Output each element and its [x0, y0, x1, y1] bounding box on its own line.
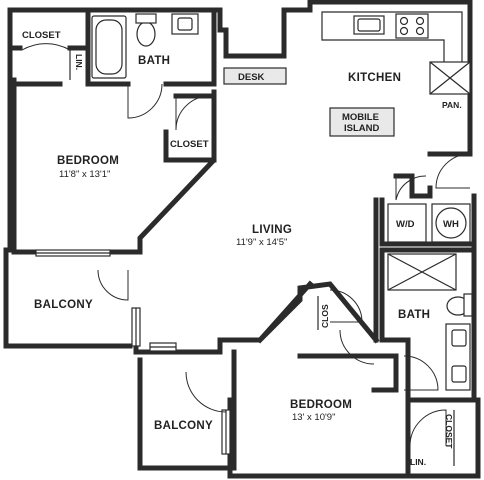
- door-bath1: [127, 83, 163, 119]
- door-bedroom2: [339, 329, 375, 365]
- label-pantry: PAN.: [442, 100, 462, 110]
- label-bedroom2-dims: 13' x 10'9": [292, 412, 335, 423]
- wall-top-bath1: [11, 7, 217, 87]
- label-water-heater: WH: [443, 219, 459, 230]
- door-kitchen-exit: [435, 153, 471, 189]
- mobile-island: [329, 107, 395, 137]
- kitchen-sink: [353, 15, 385, 35]
- label-bath2: BATH: [398, 309, 430, 321]
- door-balcony2: [185, 371, 227, 413]
- label-washer-dryer: W/D: [396, 219, 415, 230]
- door-laundry: [395, 175, 427, 201]
- door-clos: [329, 289, 363, 323]
- label-mobile-island-2: ISLAND: [344, 123, 380, 134]
- toilet-bath1: [136, 21, 156, 47]
- doors: [21, 43, 471, 447]
- water-heater-box: [431, 203, 471, 243]
- label-bedroom1-dims: 11'8" x 13'1": [59, 169, 110, 180]
- bathtub: [91, 15, 127, 79]
- wall-left-outer: [3, 7, 133, 349]
- label-closet-bedroom1: CLOSET: [170, 139, 209, 150]
- door-closet-top: [21, 43, 71, 51]
- wall-bedroom1: [11, 77, 217, 255]
- wall-bedroom2-inner: [231, 349, 399, 471]
- label-balcony1: BALCONY: [34, 299, 93, 311]
- label-bath1: BATH: [138, 55, 170, 67]
- labels: CLOSET LIN. BATH DESK KITCHEN PAN. MOBIL…: [22, 30, 462, 467]
- label-living: LIVING: [252, 224, 292, 236]
- label-kitchen: KITCHEN: [348, 72, 401, 84]
- kitchen-counter: [321, 11, 463, 65]
- range: [395, 13, 429, 39]
- wall-right-lower: [137, 193, 481, 479]
- wall-top-left: [7, 0, 473, 143]
- label-living-dims: 11'9" x 14'5": [236, 237, 287, 248]
- sink-bath1: [171, 13, 199, 35]
- label-bedroom2: BEDROOM: [290, 399, 352, 411]
- washer-dryer: [387, 203, 427, 243]
- walls: [3, 0, 481, 479]
- label-desk: DESK: [238, 72, 265, 83]
- label-clos: CLOS: [320, 304, 330, 328]
- door-balcony1: [97, 269, 129, 301]
- label-mobile-island-1: MOBILE: [342, 112, 379, 123]
- windows: [35, 249, 231, 455]
- label-lin-bottom: LIN.: [410, 457, 426, 467]
- door-bedroom1: [175, 95, 211, 131]
- fixtures: [69, 11, 473, 466]
- label-closet-top-left: CLOSET: [22, 30, 61, 41]
- label-lin-top: LIN.: [74, 54, 84, 70]
- door-bath2: [403, 355, 439, 391]
- wall-bedroom2: [133, 280, 380, 479]
- wall-bedroom1-closet: [163, 93, 217, 163]
- door-closet-bottom: [409, 409, 447, 447]
- label-balcony2: BALCONY: [154, 420, 213, 432]
- label-closet-bedroom2: CLOSET: [444, 414, 454, 449]
- label-bedroom1: BEDROOM: [57, 155, 119, 167]
- wall-laundry: [379, 197, 477, 475]
- desk: [223, 67, 287, 85]
